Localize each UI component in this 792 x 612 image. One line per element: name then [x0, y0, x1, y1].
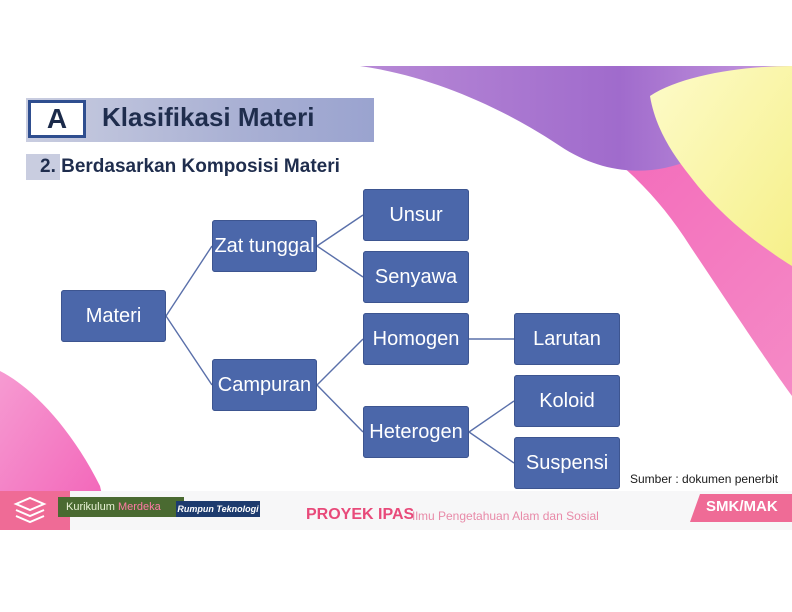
node-larutan: Larutan — [514, 313, 620, 365]
connector-materi-campuran — [165, 315, 213, 386]
connector-zat-senyawa — [316, 245, 364, 278]
connector-zat-unsur — [316, 214, 364, 247]
proyek-title: PROYEK IPAS — [306, 506, 415, 523]
decorative-background — [0, 66, 792, 530]
node-zat-tunggal: Zat tunggal — [212, 220, 317, 272]
yellow-blob — [650, 66, 792, 266]
pink-swoosh-left — [0, 371, 110, 530]
proyek-subtitle: Ilmu Pengetahuan Alam dan Sosial — [412, 509, 599, 523]
diagram-connectors — [165, 214, 515, 464]
node-senyawa: Senyawa — [363, 251, 469, 303]
kurikulum-merdeka-badge: Kurikulum Merdeka — [58, 497, 184, 517]
page-title: Klasifikasi Materi — [102, 102, 315, 132]
merdeka-label: Merdeka — [117, 501, 161, 513]
subtitle-tag — [26, 154, 60, 180]
node-koloid: Koloid — [514, 375, 620, 427]
connector-campuran-heterogen — [316, 384, 364, 433]
connector-materi-zat — [165, 245, 213, 317]
smk-label: SMK/MAK — [706, 498, 778, 515]
smk-tab-shape — [690, 494, 792, 522]
source-caption: Sumber : dokumen penerbit — [630, 472, 779, 486]
node-unsur: Unsur — [363, 189, 469, 241]
kurikulum-label: Kurikulum — [66, 501, 115, 513]
books-icon — [13, 496, 47, 524]
node-homogen: Homogen — [363, 313, 469, 365]
node-suspensi: Suspensi — [514, 437, 620, 489]
rumpun-badge: Rumpun Teknologi — [176, 501, 260, 517]
connector-heterogen-suspensi — [468, 431, 515, 464]
page-subtitle: 2. Berdasarkan Komposisi Materi — [40, 156, 340, 177]
slide: A Klasifikasi Materi 2. Berdasarkan Komp… — [0, 66, 792, 530]
node-heterogen: Heterogen — [363, 406, 469, 458]
connector-campuran-homogen — [316, 338, 364, 386]
section-badge: A — [28, 100, 86, 138]
node-materi: Materi — [61, 290, 166, 342]
connector-heterogen-koloid — [468, 400, 515, 433]
node-campuran: Campuran — [212, 359, 317, 411]
